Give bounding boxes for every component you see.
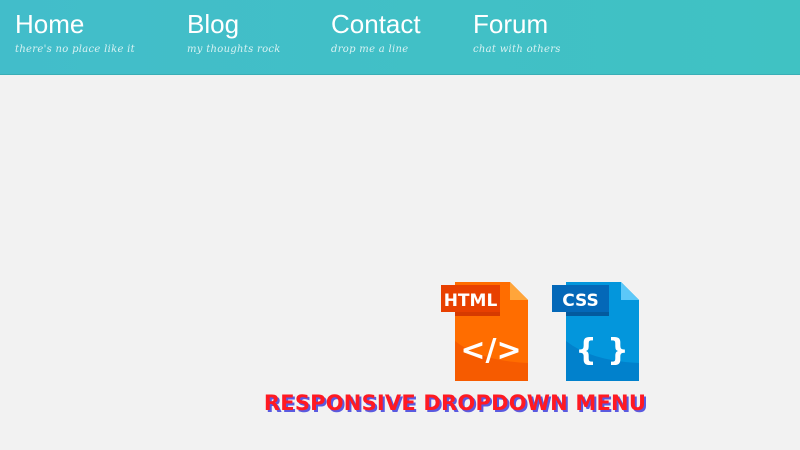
nav-item-label: Blog [187,9,240,39]
nav-item-label: Contact [331,9,421,39]
html-glyph: </> [460,333,521,368]
main-nav: Home there's no place like it Blog my th… [0,0,800,75]
nav-item-home[interactable]: Home there's no place like it [15,8,135,55]
nav-item-subtitle: my thoughts rock [187,44,281,55]
css-file-icon: CSS { } [552,282,639,381]
css-glyph: { } [575,333,628,368]
html-file-icon: HTML </> [441,282,528,381]
nav-item-forum[interactable]: Forum chat with others [473,8,561,55]
nav-item-subtitle: chat with others [473,44,561,55]
html-label: HTML [444,291,498,311]
nav-item-contact[interactable]: Contact drop me a line [331,8,421,55]
nav-item-subtitle: there's no place like it [15,44,136,55]
css-label: CSS [562,291,599,311]
page-headline: RESPONSIVE DROPDOWN MENU [263,391,647,415]
nav-item-blog[interactable]: Blog my thoughts rock [187,8,281,55]
nav-item-label: Forum [473,9,549,39]
nav-item-label: Home [15,9,85,39]
nav-item-subtitle: drop me a line [331,44,409,55]
